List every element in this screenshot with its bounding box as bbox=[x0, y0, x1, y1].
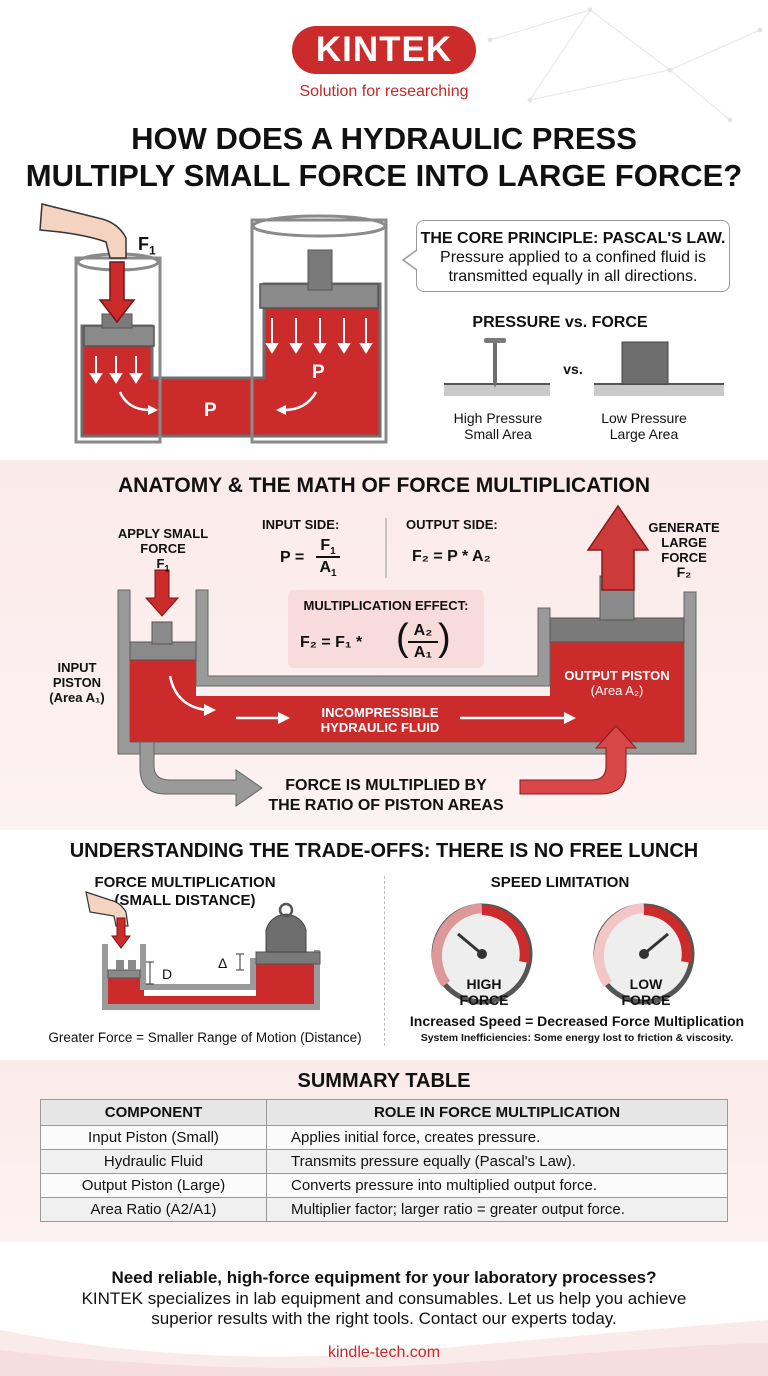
table-row: Input Piston (Small) Applies initial for… bbox=[40, 1125, 728, 1150]
footer-wave-decoration bbox=[0, 1320, 768, 1376]
principle-title: THE CORE PRINCIPLE: PASCAL'S LAW. bbox=[420, 230, 726, 247]
distance-delta-label: Δ bbox=[218, 955, 228, 971]
pressure-comparison-illustration bbox=[444, 338, 724, 396]
input-force-arrow bbox=[98, 261, 136, 324]
small-piston bbox=[83, 325, 155, 347]
anatomy-heading: ANATOMY & THE MATH OF FORCE MULTIPLICATI… bbox=[118, 474, 650, 497]
principle-text-1: Pressure applied to a confined fluid is bbox=[440, 249, 706, 266]
speed-limitation-title: SPEED LIMITATION bbox=[490, 874, 630, 891]
ratio-arrow-right bbox=[519, 725, 638, 795]
tradeoffs-divider bbox=[384, 876, 385, 1046]
website-link[interactable]: kindle-tech.com bbox=[327, 1344, 441, 1361]
distance-d-label: D bbox=[162, 966, 173, 982]
input-force-arrow bbox=[144, 569, 180, 617]
output-side-label: OUTPUT SIDE: bbox=[406, 517, 498, 532]
inefficiency-note: System Inefficiencies: Some energy lost … bbox=[420, 1032, 734, 1044]
tagline: Solution for researching bbox=[299, 83, 469, 100]
output-force-arrow bbox=[586, 504, 650, 591]
hydraulic-press-diagram bbox=[39, 203, 388, 444]
anatomy-diagram bbox=[117, 504, 697, 807]
table-row: Output Piston (Large) Converts pressure … bbox=[40, 1173, 728, 1198]
force-multiplication-title: FORCE MULTIPLICATION(SMALL DISTANCE) bbox=[94, 874, 276, 909]
pressure-label-left: P bbox=[204, 400, 217, 421]
table-row: Hydraulic Fluid Transmits pressure equal… bbox=[40, 1149, 728, 1174]
output-piston bbox=[549, 617, 685, 643]
speed-caption: Increased Speed = Decreased Force Multip… bbox=[409, 1013, 745, 1029]
table-cell: Applies initial force, creates pressure. bbox=[266, 1125, 728, 1150]
gauge-high-force bbox=[431, 903, 533, 1005]
page-title: HOW DOES A HYDRAULIC PRESS MULTIPLY SMAL… bbox=[20, 120, 748, 194]
input-piston bbox=[129, 641, 197, 661]
table-cell: Input Piston (Small) bbox=[40, 1125, 267, 1150]
f1-label: F1 bbox=[138, 234, 156, 258]
header: KINTEK Solution for researching HOW DOES… bbox=[0, 0, 768, 200]
table-cell: Transmits pressure equally (Pascal's Law… bbox=[266, 1149, 728, 1174]
callout-pointer bbox=[402, 250, 418, 270]
pascal-law-callout: THE CORE PRINCIPLE: PASCAL'S LAW. Pressu… bbox=[416, 220, 730, 292]
table-cell: Output Piston (Large) bbox=[40, 1173, 267, 1198]
title-line-1: HOW DOES A HYDRAULIC PRESS bbox=[131, 121, 637, 156]
table-row: Area Ratio (A2/A1) Multiplier factor; la… bbox=[40, 1197, 728, 1222]
cta-text: KINTEK specializes in lab equipment and … bbox=[81, 1289, 687, 1328]
mult-title: MULTIPLICATION EFFECT: bbox=[303, 598, 469, 613]
table-cell: Multiplier factor; larger ratio = greate… bbox=[266, 1197, 728, 1222]
distance-tradeoff-illustration bbox=[85, 891, 321, 1010]
pressure-label-right: P bbox=[312, 362, 325, 383]
principle-text-2: transmitted equally in all directions. bbox=[448, 268, 698, 285]
input-formula: P = F1 A1 bbox=[276, 537, 386, 581]
table-cell: Converts pressure into multiplied output… bbox=[266, 1173, 728, 1198]
table-cell: Area Ratio (A2/A1) bbox=[40, 1197, 267, 1222]
table-header-row: COMPONENT ROLE IN FORCE MULTIPLICATION bbox=[40, 1099, 728, 1126]
output-piston-label: OUTPUT PISTON(Area A₂) bbox=[564, 668, 670, 698]
multiplication-effect-box: MULTIPLICATION EFFECT: F₂ = F₁ * ( A₂ A₁… bbox=[288, 590, 484, 668]
input-side-label: INPUT SIDE: bbox=[262, 517, 340, 532]
summary-heading: SUMMARY TABLE bbox=[297, 1070, 471, 1092]
hand-illustration bbox=[39, 203, 127, 259]
network-decoration bbox=[487, 7, 763, 123]
output-formula: F₂ = P * A₂ bbox=[412, 548, 491, 565]
title-line-2: MULTIPLY SMALL FORCE INTO LARGE FORCE? bbox=[25, 158, 743, 193]
logo[interactable]: KINTEK bbox=[292, 26, 476, 74]
column-header: ROLE IN FORCE MULTIPLICATION bbox=[266, 1099, 728, 1126]
column-header: COMPONENT bbox=[40, 1099, 267, 1126]
mult-formula: F₂ = F₁ * ( A₂ A₁ ) bbox=[300, 617, 451, 661]
gauge-low-force bbox=[593, 903, 695, 1005]
pressure-vs-force-title: PRESSURE vs. FORCE bbox=[472, 314, 648, 331]
intro-section: F1 P P THE CORE PRINCIPLE: PASCAL'S LAW.… bbox=[0, 196, 768, 460]
summary-table: COMPONENT ROLE IN FORCE MULTIPLICATION I… bbox=[40, 1099, 728, 1222]
vs-label: vs. bbox=[563, 361, 583, 377]
cta-headline: Need reliable, high-force equipment for … bbox=[111, 1268, 657, 1287]
ratio-arrow-left bbox=[139, 741, 263, 807]
force-distance-caption: Greater Force = Smaller Range of Motion … bbox=[48, 1030, 362, 1045]
force-gauges bbox=[431, 903, 695, 1005]
table-cell: Hydraulic Fluid bbox=[40, 1149, 267, 1174]
tradeoffs-heading: UNDERSTANDING THE TRADE-OFFS: THERE IS N… bbox=[69, 840, 699, 862]
